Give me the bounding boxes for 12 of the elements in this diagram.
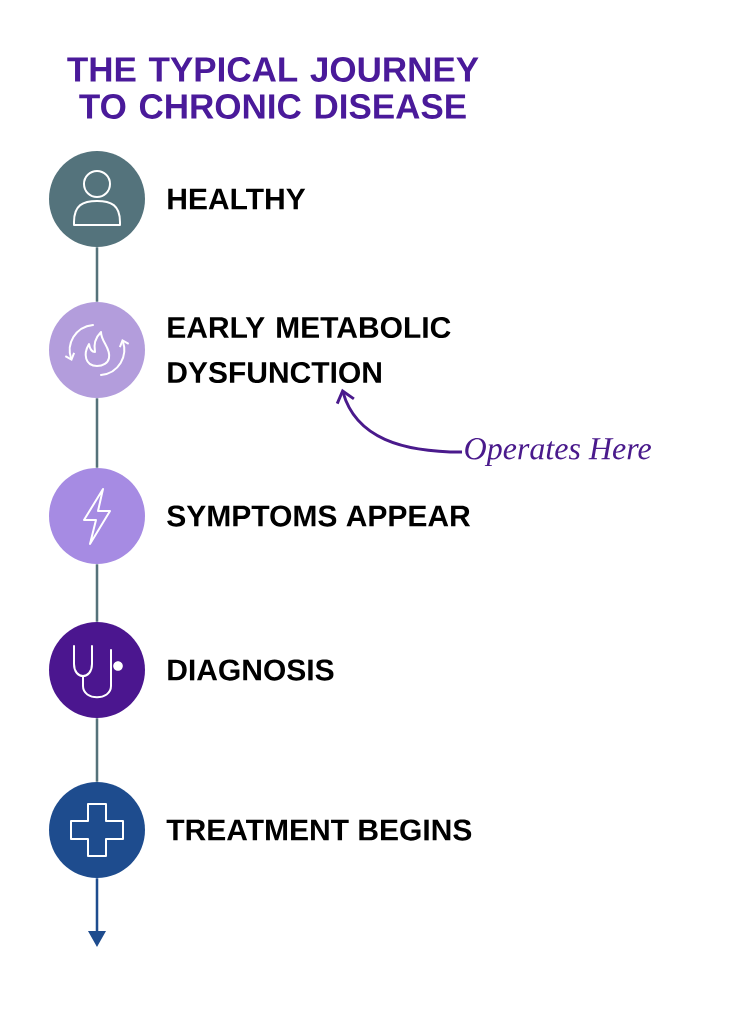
step-label: HEALTHY [168, 188, 306, 210]
step-label: DIAGNOSIS [168, 659, 334, 681]
connector-line [95, 564, 99, 622]
connector-line [95, 398, 99, 468]
connector-line [95, 718, 99, 782]
title: THE TYPICAL JOURNEY TO CHRONIC DISEASE [67, 57, 479, 119]
step-label: SYMPTOMS APPEAR [167, 505, 471, 527]
step-label: TREATMENT BEGINS [166, 819, 472, 841]
curved-arrow [335, 388, 463, 454]
step-label: EARLY METABOLIC DYSFUNCTION [168, 316, 451, 384]
connector-line [95, 247, 99, 302]
handwritten-note: Operates Here [465, 438, 651, 466]
